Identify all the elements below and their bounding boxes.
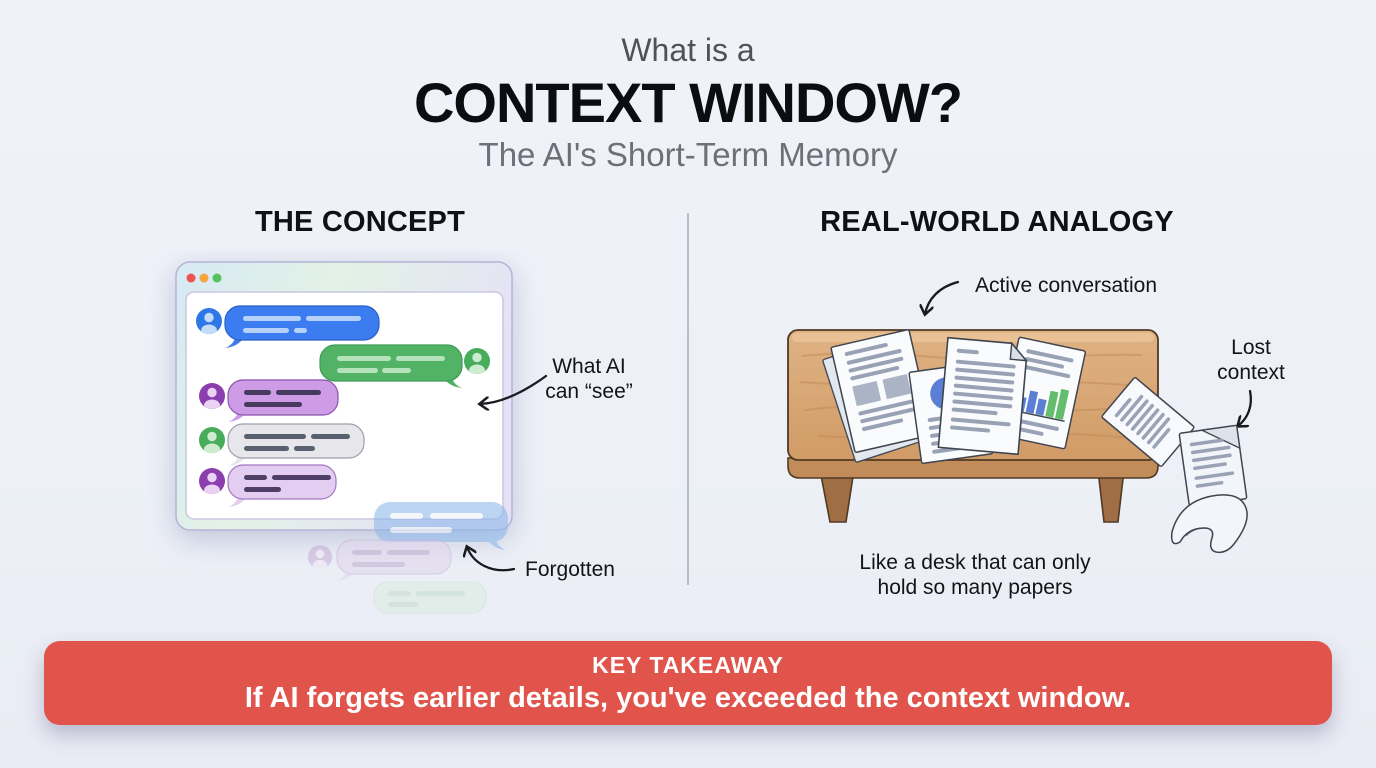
traffic-light-red-icon xyxy=(186,273,196,283)
key-takeaway-banner: KEY TAKEAWAY If AI forgets earlier detai… xyxy=(44,641,1332,725)
paper-document-icon xyxy=(822,329,934,463)
scroll-paper-icon xyxy=(1170,494,1248,554)
falling-paper-icon xyxy=(1101,377,1195,467)
forgotten-label: Forgotten xyxy=(525,558,615,581)
chat-bubble-blue xyxy=(224,305,380,348)
header-eyebrow: What is a xyxy=(621,32,755,68)
chat-bubble-gray xyxy=(227,423,365,466)
active-conversation-label: Active conversation xyxy=(974,274,1158,297)
page-title: CONTEXT WINDOW? xyxy=(413,71,963,134)
falling-paper-icon xyxy=(1178,424,1248,508)
desk-edge xyxy=(787,457,1159,479)
lost-arrow-icon xyxy=(1238,389,1252,426)
lost-context-label: Lost context xyxy=(1217,336,1285,384)
desk-illustration xyxy=(787,280,1252,554)
chat-bubble-light-purple xyxy=(227,464,337,507)
paper-document-icon xyxy=(937,336,1028,456)
user-avatar-icon xyxy=(199,468,225,494)
faded-chat-bubble-green xyxy=(373,581,487,614)
desk-caption: Like a desk that can only hold so many p… xyxy=(859,551,1091,599)
forgotten-arrow-icon xyxy=(467,547,516,572)
page-subtitle: The AI's Short-Term Memory xyxy=(478,136,898,173)
column-divider xyxy=(687,213,689,585)
user-avatar-icon xyxy=(464,348,490,374)
see-label: What AI can “see” xyxy=(545,355,633,403)
takeaway-text: If AI forgets earlier details, you've ex… xyxy=(244,681,1132,714)
faded-chat-bubble-purple xyxy=(308,539,452,581)
chat-bubble-purple xyxy=(227,379,339,422)
faded-chat-bubble-blue xyxy=(374,502,508,550)
active-arrow-icon xyxy=(925,280,960,314)
see-arrow-icon xyxy=(480,374,548,404)
analogy-heading: REAL-WORLD ANALOGY xyxy=(820,206,1174,238)
chat-window-illustration xyxy=(175,261,548,614)
chat-bubble-green xyxy=(319,344,463,388)
takeaway-label: KEY TAKEAWAY xyxy=(592,651,784,678)
traffic-light-yellow-icon xyxy=(199,273,209,283)
concept-heading: THE CONCEPT xyxy=(254,206,466,238)
traffic-light-green-icon xyxy=(212,273,222,283)
